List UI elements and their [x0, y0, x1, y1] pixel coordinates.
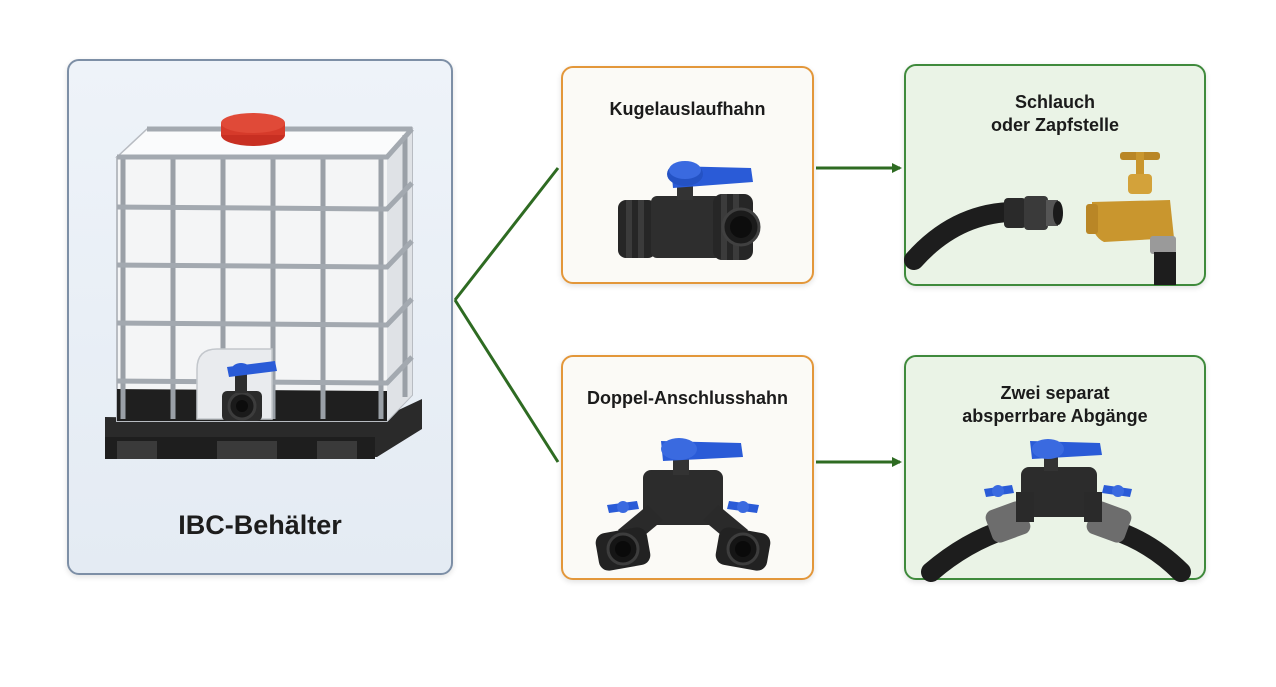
ibc-tank-icon: [105, 113, 422, 459]
output-card-schlauch: Schlauch oder Zapfstelle: [904, 64, 1206, 286]
branch-line-top: [453, 167, 560, 301]
output-title-zwei: Zwei separat absperrbare Abgänge: [962, 383, 1148, 426]
valve-card-kugel: Kugelauslaufhahn: [561, 66, 814, 284]
branch-line-bottom: [453, 299, 560, 463]
valve-title-doppel: Doppel-Anschlusshahn: [586, 388, 788, 408]
double-valve-icon: [595, 438, 771, 571]
valve-title-kugel: Kugelauslaufhahn: [609, 99, 766, 119]
output-card-zwei: Zwei separat absperrbare Abgänge: [904, 355, 1206, 582]
output-title-schlauch: Schlauch oder Zapfstelle: [990, 92, 1120, 135]
split-hoses-icon: [921, 439, 1191, 582]
hose-and-tap-icon: [904, 152, 1176, 285]
ball-valve-icon: [618, 161, 761, 260]
valve-card-doppel: Doppel-Anschlusshahn: [561, 355, 814, 580]
ibc-label: IBC-Behälter: [178, 510, 342, 540]
ibc-container-card: IBC-Behälter: [67, 59, 453, 575]
